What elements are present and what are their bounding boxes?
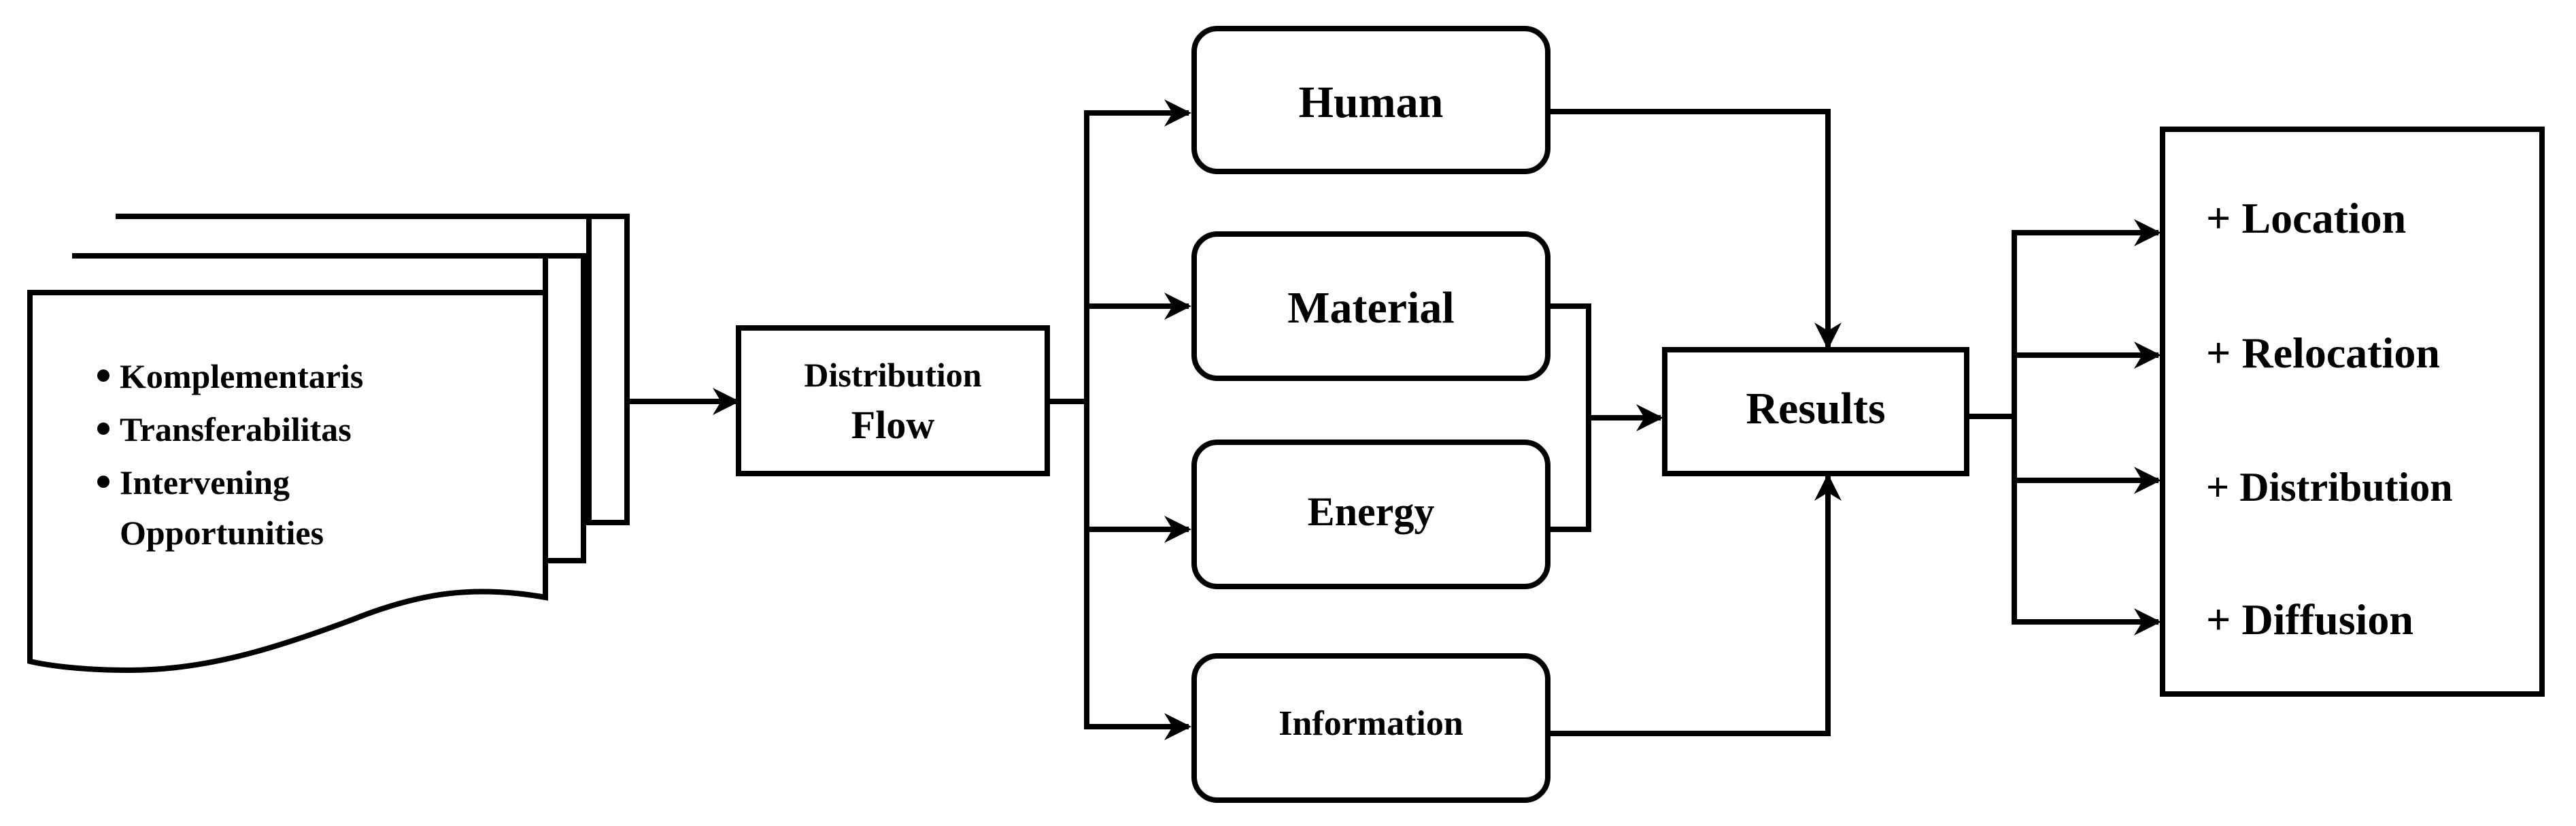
results-label: Results [1746, 384, 1885, 433]
distribution-flow-label-line2: Flow [851, 403, 935, 447]
flow-label-human: Human [1299, 78, 1444, 127]
bullet-item-continuation: Opportunities [120, 514, 324, 552]
results-box: Results [1662, 347, 1969, 476]
outcomes-box: + Location + Relocation + Distribution +… [2160, 127, 2545, 697]
flow-box-information: Information [1191, 653, 1550, 803]
flow-label-material: Material [1287, 283, 1455, 333]
bullet-item: Komplementaris [120, 357, 363, 395]
flow-label-information: Information [1278, 704, 1463, 743]
flow-box-material: Material [1191, 231, 1550, 381]
bullet-dot [97, 369, 109, 382]
outcome-location: + Location [2206, 194, 2406, 242]
outcome-connectors [1967, 219, 2161, 635]
document-stack: Komplementaris Transferabilitas Interven… [27, 214, 630, 674]
document-front [27, 290, 548, 674]
bullet-item: Intervening [120, 463, 290, 501]
bullet-list: Komplementaris Transferabilitas Interven… [97, 357, 363, 552]
distribution-flow-box: Distribution Flow [736, 325, 1050, 476]
bullet-dot [97, 423, 109, 435]
document-back [116, 214, 630, 525]
arrow-information-to-results [1548, 474, 1842, 736]
outcome-diffusion: + Diffusion [2206, 595, 2413, 644]
flow-box-energy: Energy [1191, 440, 1550, 589]
branch-connector [1047, 99, 1191, 740]
document-middle [72, 253, 586, 563]
bullet-item: Transferabilitas [120, 410, 352, 448]
arrow-human-to-results [1548, 109, 1842, 350]
outcome-relocation: + Relocation [2206, 329, 2440, 377]
distribution-flow-label-line1: Distribution [804, 356, 981, 394]
bullet-dot [97, 476, 109, 488]
flow-label-energy: Energy [1308, 489, 1435, 534]
results-connectors [1548, 109, 1842, 736]
flow-box-human: Human [1191, 26, 1550, 174]
outcome-distribution: + Distribution [2206, 465, 2453, 510]
